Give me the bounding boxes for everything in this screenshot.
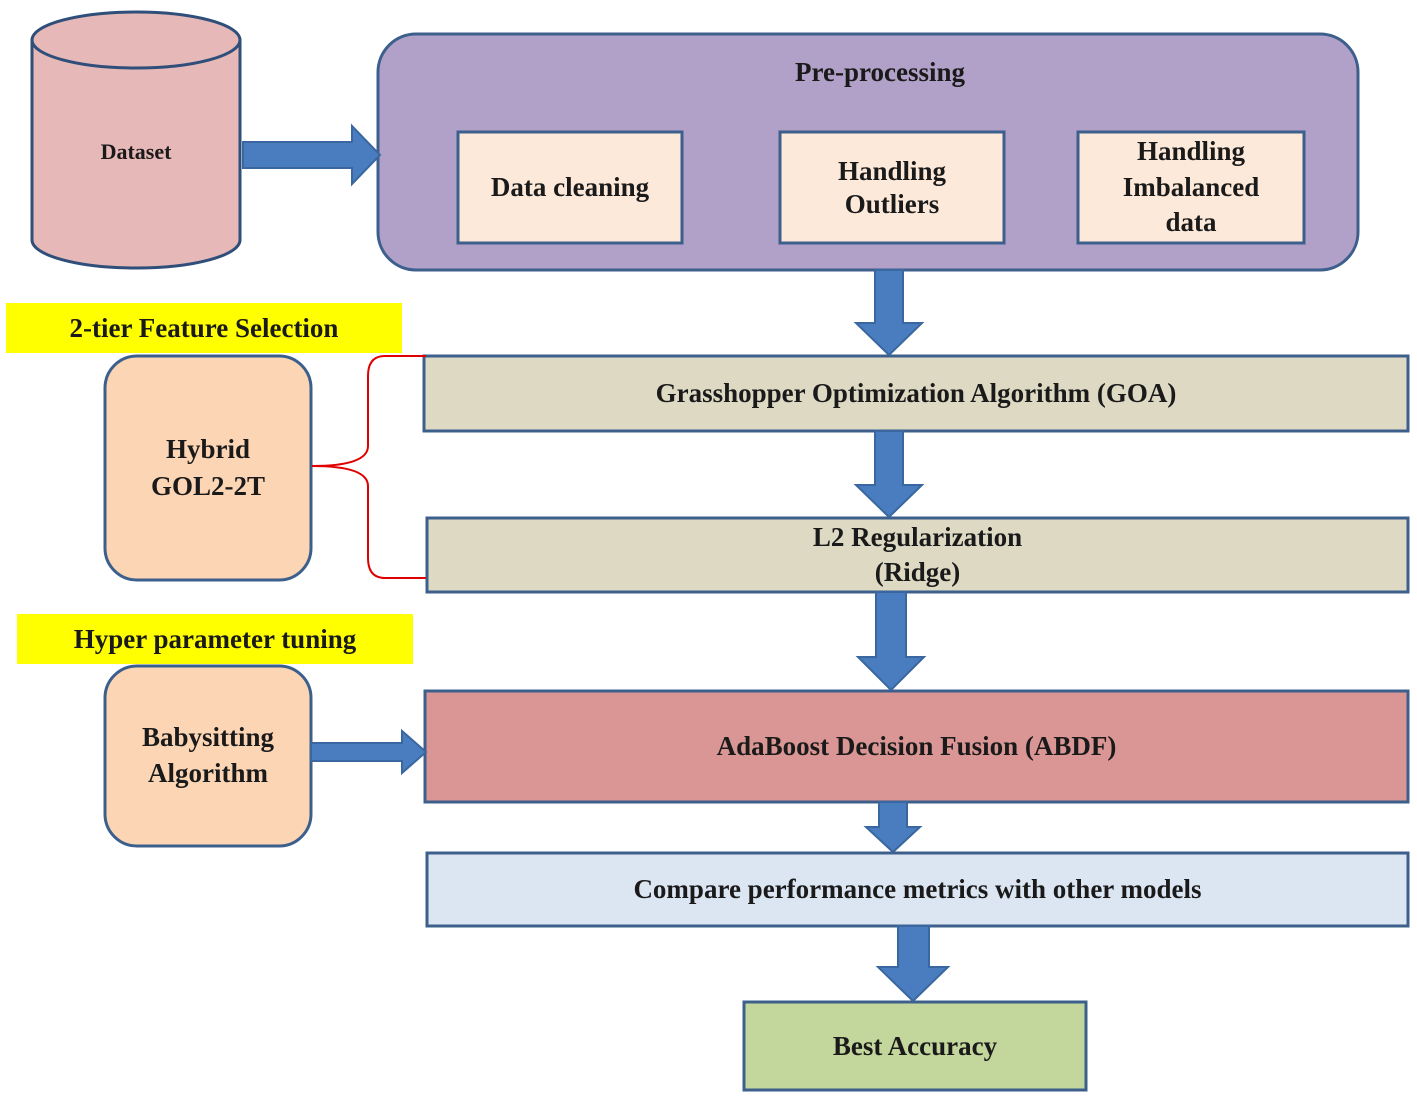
preprocessing-title: Pre-processing xyxy=(680,52,1080,92)
data-cleaning-box-shape xyxy=(456,130,684,245)
hyper-tuning-highlight: Hyper parameter tuning xyxy=(17,614,413,664)
arrow-goa-to-l2 xyxy=(853,430,925,519)
l2-box: L2 Regularization (Ridge) xyxy=(427,518,1408,592)
hybrid-box-shape xyxy=(103,354,313,582)
arrow-l2-to-adaboost xyxy=(855,591,927,692)
l2-line-2: (Ridge) xyxy=(874,557,961,587)
compare-text: Compare performance metrics with other m… xyxy=(633,874,1202,905)
data-cleaning-text: Data cleaning xyxy=(490,172,650,203)
hybrid-line-2: GOL2-2T xyxy=(150,471,265,501)
arrow-dataset-to-preprocessing xyxy=(242,123,382,187)
handling-imbalanced-line-3: data xyxy=(1165,207,1217,238)
feature-selection-brace xyxy=(311,355,426,579)
dataset-cylinder-body xyxy=(30,38,242,270)
best-accuracy-box-shape xyxy=(742,1000,1088,1092)
handling-imbalanced-box-shape xyxy=(1076,130,1306,245)
goa-text: Grasshopper Optimization Algorithm (GOA) xyxy=(655,378,1177,409)
goa-box: Grasshopper Optimization Algorithm (GOA) xyxy=(424,356,1408,431)
handling-outliers-box: Handling Outliers xyxy=(780,132,1004,243)
adaboost-box-shape xyxy=(423,689,1410,804)
handling-imbalanced-line-1: Handling xyxy=(1136,136,1246,167)
babysitting-line-1: Babysitting xyxy=(141,722,275,753)
best-accuracy-text: Best Accuracy xyxy=(832,1030,998,1061)
dataset-cylinder-top xyxy=(30,10,242,70)
arrow-preprocessing-to-goa xyxy=(853,269,925,357)
dataset-cylinder xyxy=(30,10,242,270)
l2-line-1: L2 Regularization xyxy=(812,521,1023,552)
hyper-tuning-highlight-shape xyxy=(17,614,413,664)
handling-outliers-line-2: Outliers xyxy=(844,188,940,219)
arrow-compare-to-accuracy xyxy=(875,925,951,1003)
l2-box-shape xyxy=(425,516,1410,594)
preprocessing-text: Pre-processing xyxy=(795,56,965,87)
goa-box-shape xyxy=(422,354,1410,433)
best-accuracy-box: Best Accuracy xyxy=(744,1002,1086,1090)
data-cleaning-box: Data cleaning xyxy=(458,132,682,243)
adaboost-text: AdaBoost Decision Fusion (ABDF) xyxy=(716,731,1117,762)
feature-selection-text: 2-tier Feature Selection xyxy=(69,312,339,343)
adaboost-box: AdaBoost Decision Fusion (ABDF) xyxy=(425,691,1408,802)
hybrid-box: Hybrid GOL2-2T xyxy=(105,356,311,580)
hyper-tuning-text: Hyper parameter tuning xyxy=(73,623,357,654)
dataset-label: Dataset xyxy=(40,130,232,174)
babysitting-line-2: Algorithm xyxy=(148,758,268,788)
handling-outliers-box-shape xyxy=(778,130,1006,245)
handling-outliers-line-1: Handling xyxy=(837,155,947,186)
arrow-babysitting-to-adaboost xyxy=(310,728,428,776)
dataset-text: Dataset xyxy=(100,138,172,164)
babysitting-box: Babysitting Algorithm xyxy=(105,666,311,846)
hybrid-line-1: Hybrid xyxy=(165,434,251,465)
feature-selection-highlight: 2-tier Feature Selection xyxy=(6,303,402,353)
handling-imbalanced-box: Handling Imbalanced data xyxy=(1078,132,1304,243)
handling-imbalanced-line-2: Imbalanced xyxy=(1122,171,1260,202)
feature-selection-highlight-shape xyxy=(6,303,402,353)
compare-box: Compare performance metrics with other m… xyxy=(427,853,1408,926)
compare-box-shape xyxy=(425,851,1410,928)
arrow-adaboost-to-compare xyxy=(863,801,923,854)
